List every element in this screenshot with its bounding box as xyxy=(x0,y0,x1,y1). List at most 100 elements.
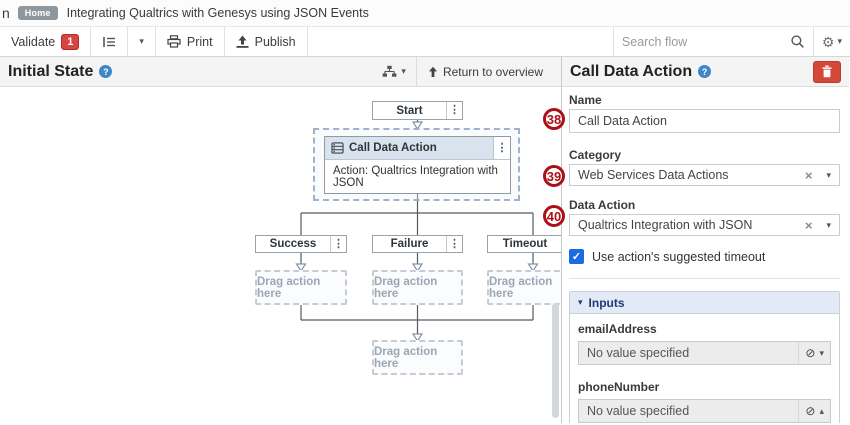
toolbar-separator xyxy=(306,27,308,56)
inputs-section-title: Inputs xyxy=(588,295,625,310)
search-icon[interactable] xyxy=(790,34,805,49)
arrow-up-icon xyxy=(428,66,437,77)
data-action-field-label: Data Action xyxy=(569,198,636,212)
flow-title: Integrating Qualtrics with Genesys using… xyxy=(66,6,369,20)
kebab-menu-icon: ⋮ xyxy=(449,237,460,250)
canvas-scrollbar[interactable] xyxy=(552,303,559,418)
annotation-step-40: 40 xyxy=(543,205,565,227)
state-title: Initial State xyxy=(8,62,94,80)
branch-timeout-label: Timeout xyxy=(502,238,548,250)
phonenumber-field-value: No value specified xyxy=(587,404,690,418)
clear-icon[interactable]: × xyxy=(804,167,813,183)
suggested-timeout-row: ✓ Use action's suggested timeout xyxy=(569,249,840,264)
start-node[interactable]: Start ⋮ xyxy=(372,101,463,120)
list-icon xyxy=(103,36,116,47)
trash-icon xyxy=(822,65,832,78)
breadcrumb-partial: n xyxy=(2,5,10,21)
kebab-menu-icon: ⋮ xyxy=(449,104,460,116)
call-data-action-node[interactable]: Call Data Action ⋮ Action: Qualtrics Int… xyxy=(324,136,511,194)
data-action-select[interactable]: Qualtrics Integration with JSON × ▾ xyxy=(569,214,840,236)
chevron-down-icon: ▾ xyxy=(401,66,406,76)
state-header: Initial State ? ▾ xyxy=(0,57,561,87)
name-field-label: Name xyxy=(569,93,602,107)
publish-label: Publish xyxy=(254,34,296,49)
inputs-section-header[interactable]: ▾ Inputs xyxy=(570,292,839,314)
toolbar-spacer xyxy=(308,27,613,56)
panel-divider xyxy=(569,278,840,279)
category-select[interactable]: Web Services Data Actions × ▾ xyxy=(569,164,840,186)
toolbar-separator xyxy=(223,27,225,56)
header-separator xyxy=(415,57,417,86)
return-to-overview-button[interactable]: Return to overview xyxy=(417,57,553,86)
toggle-list-button[interactable] xyxy=(91,27,127,56)
branch-failure-menu-button[interactable]: ⋮ xyxy=(446,236,462,252)
toolbar-separator xyxy=(154,27,156,56)
category-select-value: Web Services Data Actions xyxy=(578,168,729,182)
properties-panel-body: Name Call Data Action Category Web Servi… xyxy=(562,87,849,423)
chevron-up-icon: ▴ xyxy=(819,405,824,416)
no-value-icon: ⊘ xyxy=(805,404,816,418)
branch-timeout[interactable]: Timeout ⋮ xyxy=(487,235,561,253)
suggested-timeout-checkbox[interactable]: ✓ xyxy=(569,249,584,264)
properties-panel-title: Call Data Action xyxy=(570,62,693,80)
name-field-value: Call Data Action xyxy=(578,114,667,128)
validate-label: Validate xyxy=(11,34,56,49)
category-field-label: Category xyxy=(569,148,622,162)
chevron-down-icon: ▾ xyxy=(837,36,842,46)
name-field[interactable]: Call Data Action xyxy=(569,109,840,133)
drag-target-timeout[interactable]: Drag action here xyxy=(487,270,561,305)
emailaddress-field[interactable]: No value specified ⊘ ▾ xyxy=(578,341,831,365)
chevron-down-icon: ▾ xyxy=(819,347,824,358)
state-header-actions: ▾ Return to overview xyxy=(372,57,553,86)
no-value-icon: ⊘ xyxy=(805,346,816,360)
chevron-down-icon: ▾ xyxy=(826,169,831,180)
toolbar-separator xyxy=(90,27,92,56)
flow-canvas[interactable]: Start ⋮ Call Data Action xyxy=(0,87,561,423)
gear-icon: ⚙ xyxy=(821,33,835,50)
call-data-action-menu-button[interactable]: ⋮ xyxy=(493,137,510,159)
drag-target-success[interactable]: Drag action here xyxy=(255,270,347,305)
emailaddress-field-label: emailAddress xyxy=(578,322,657,336)
branch-success[interactable]: Success ⋮ xyxy=(255,235,347,253)
drag-target-failure[interactable]: Drag action here xyxy=(372,270,463,305)
search-input[interactable] xyxy=(621,34,790,49)
flow-connectors xyxy=(295,120,539,343)
toolbar-dropdown-button[interactable]: ▾ xyxy=(128,27,155,56)
call-data-action-node-header: Call Data Action ⋮ xyxy=(325,137,510,160)
inputs-section: ▾ Inputs emailAddress No value specified… xyxy=(569,291,840,423)
start-node-menu-button[interactable]: ⋮ xyxy=(446,102,462,119)
drag-target-merge[interactable]: Drag action here xyxy=(372,340,463,375)
delete-action-button[interactable] xyxy=(813,60,841,83)
annotation-step-39: 39 xyxy=(543,165,565,187)
home-badge[interactable]: Home xyxy=(17,6,58,20)
emailaddress-field-value: No value specified xyxy=(587,346,690,360)
suggested-timeout-label: Use action's suggested timeout xyxy=(592,249,766,264)
breadcrumb-bar: n Home Integrating Qualtrics with Genesy… xyxy=(0,0,850,27)
phonenumber-expression-button[interactable]: ⊘ ▴ xyxy=(798,400,830,422)
main-area: Initial State ? ▾ xyxy=(0,57,850,423)
help-icon[interactable]: ? xyxy=(698,65,712,78)
print-button[interactable]: Print xyxy=(156,27,224,56)
inputs-section-content: emailAddress No value specified ⊘ ▾ phon… xyxy=(570,314,839,423)
start-node-label: Start xyxy=(396,104,423,117)
layout-menu-button[interactable]: ▾ xyxy=(372,57,416,86)
properties-panel-header: Call Data Action ? xyxy=(562,57,849,87)
kebab-menu-icon: ⋮ xyxy=(333,237,344,250)
branch-success-menu-button[interactable]: ⋮ xyxy=(330,236,346,252)
sitemap-icon xyxy=(383,65,397,77)
branch-failure[interactable]: Failure ⋮ xyxy=(372,235,463,253)
phonenumber-field[interactable]: No value specified ⊘ ▴ xyxy=(578,399,831,423)
annotation-step-38: 38 xyxy=(543,108,565,130)
validate-button[interactable]: Validate 1 xyxy=(0,27,90,56)
help-icon[interactable]: ? xyxy=(99,65,113,78)
printer-icon xyxy=(167,35,181,48)
print-label: Print xyxy=(186,34,213,49)
validate-error-badge: 1 xyxy=(61,33,80,50)
settings-menu-button[interactable]: ⚙ ▾ xyxy=(812,27,850,56)
emailaddress-expression-button[interactable]: ⊘ ▾ xyxy=(798,342,830,364)
kebab-menu-icon: ⋮ xyxy=(496,141,508,154)
clear-icon[interactable]: × xyxy=(804,217,813,233)
branch-success-label: Success xyxy=(269,238,317,250)
properties-panel: Call Data Action ? Name Call Data Action… xyxy=(562,57,849,423)
publish-button[interactable]: Publish xyxy=(225,27,307,56)
